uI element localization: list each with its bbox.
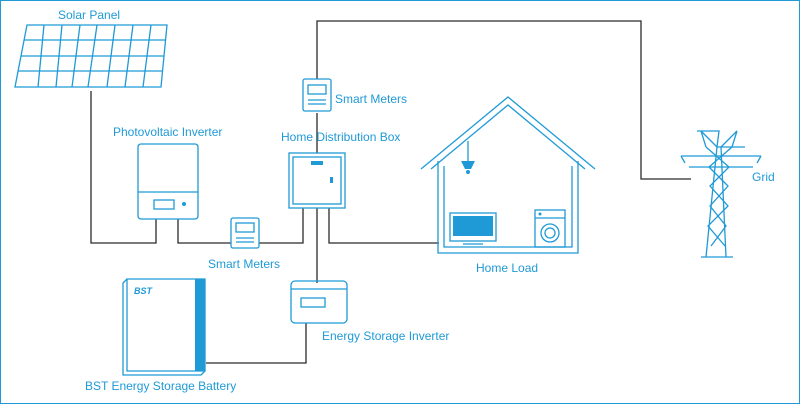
distribution-box-icon: [288, 152, 346, 209]
wire-meter-to-distribution-box: [259, 208, 304, 244]
solar-panel-label: Solar Panel: [58, 8, 121, 22]
wire-box-to-home-load: [328, 208, 439, 244]
energy-storage-inverter-icon: [290, 280, 348, 324]
wire-panel-to-pv-inverter: [90, 91, 157, 244]
wiring: [90, 20, 691, 364]
smart-meter-bottom-icon: [230, 217, 260, 249]
wire-storage-inverter-to-battery: [206, 323, 307, 364]
grid-tower-icon: [680, 130, 762, 258]
home-load-label: Home Load: [476, 261, 539, 275]
battery-icon: [122, 278, 206, 376]
energy-storage-inverter-label: Energy Storage Inverter: [322, 329, 450, 343]
wire-meter-to-grid: [316, 20, 691, 180]
battery-brand-label: BST: [134, 286, 152, 296]
grid-label: Grid: [752, 170, 775, 184]
smart-meters-bottom-label: Smart Meters: [208, 257, 281, 271]
solar-panel-icon: [14, 24, 168, 88]
smart-meter-top-icon: [302, 78, 332, 112]
smart-meters-top-label: Smart Meters: [335, 92, 408, 106]
wire-pv-inverter-to-meter: [177, 219, 231, 244]
house-icon: [420, 96, 596, 254]
photovoltaic-inverter-label: Photovoltaic Inverter: [113, 125, 223, 139]
battery-label: BST Energy Storage Battery: [85, 379, 237, 393]
photovoltaic-inverter-icon: [137, 143, 199, 220]
home-distribution-box-label: Home Distribution Box: [281, 130, 401, 144]
